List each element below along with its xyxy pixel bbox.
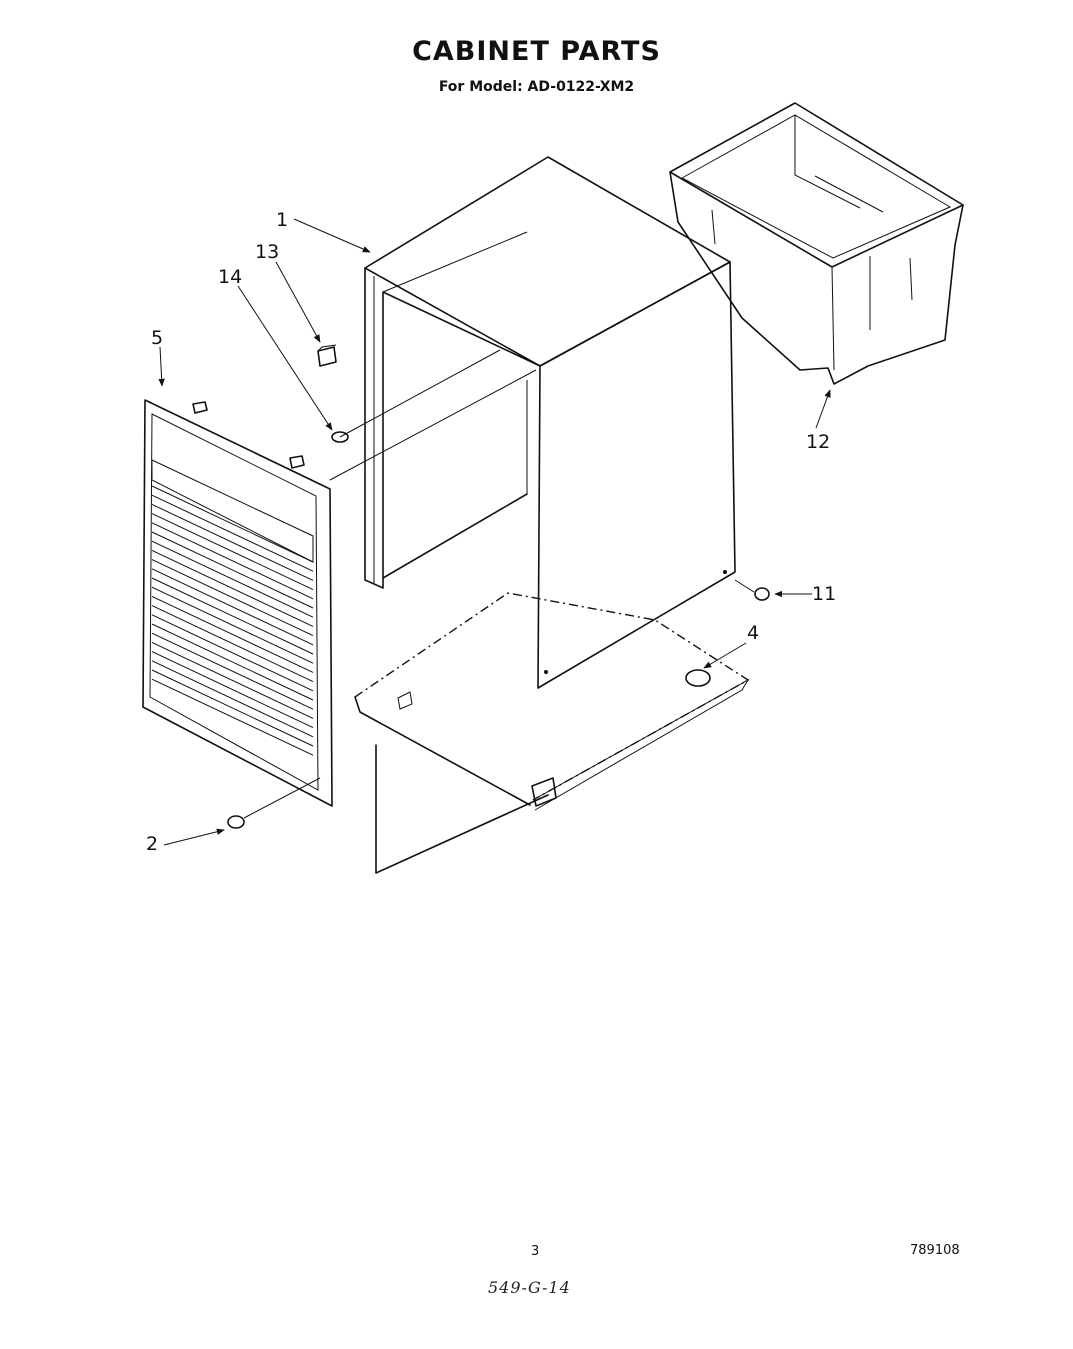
grille-slat: [151, 641, 314, 719]
water-bucket: [669, 102, 964, 385]
callout-11: 11: [812, 583, 836, 605]
grille-slat: [151, 577, 314, 655]
grille-slat: [151, 559, 314, 637]
document-number: 789108: [910, 1243, 960, 1258]
grille-slat: [151, 568, 314, 646]
grille-slat: [151, 531, 314, 609]
grille-slat: [151, 605, 314, 683]
callout-13: 13: [255, 241, 279, 263]
callout-2: 2: [146, 833, 158, 855]
front-grille: [142, 399, 333, 807]
pin-part-14: [329, 349, 537, 481]
grille-slat: [151, 678, 314, 756]
grille-slat: [151, 660, 314, 738]
grille-slat: [151, 485, 314, 563]
grille-slat: [151, 549, 314, 627]
base-pan: [354, 592, 750, 874]
grille-slat: [151, 513, 314, 591]
block-part-13: [317, 344, 337, 367]
page-title: CABINET PARTS: [412, 36, 661, 67]
handwritten-note: 549-G-14: [488, 1278, 571, 1297]
grille-slat: [151, 623, 314, 701]
grille-slat: [151, 651, 314, 729]
grille-slat: [151, 632, 314, 710]
grille-slat: [151, 540, 314, 618]
grille-slat: [151, 595, 314, 673]
grille-slat: [151, 503, 314, 581]
cabinet-shell: [364, 156, 736, 689]
callout-1: 1: [276, 209, 288, 231]
grille-slat: [151, 522, 314, 600]
callout-12: 12: [806, 431, 830, 453]
page-number: 3: [531, 1244, 540, 1259]
callout-14: 14: [218, 266, 242, 288]
callout-5: 5: [151, 327, 163, 349]
screw-part-11: [734, 579, 770, 601]
screw-part-2: [227, 777, 321, 829]
grille-slat: [151, 494, 314, 572]
callout-4: 4: [747, 622, 759, 644]
model-subtitle: For Model: AD-0122-XM2: [438, 79, 635, 95]
leader-lines: [158, 218, 831, 846]
grille-slat: [151, 669, 314, 747]
grille-slat: [151, 586, 314, 664]
grille-slat: [151, 614, 314, 692]
